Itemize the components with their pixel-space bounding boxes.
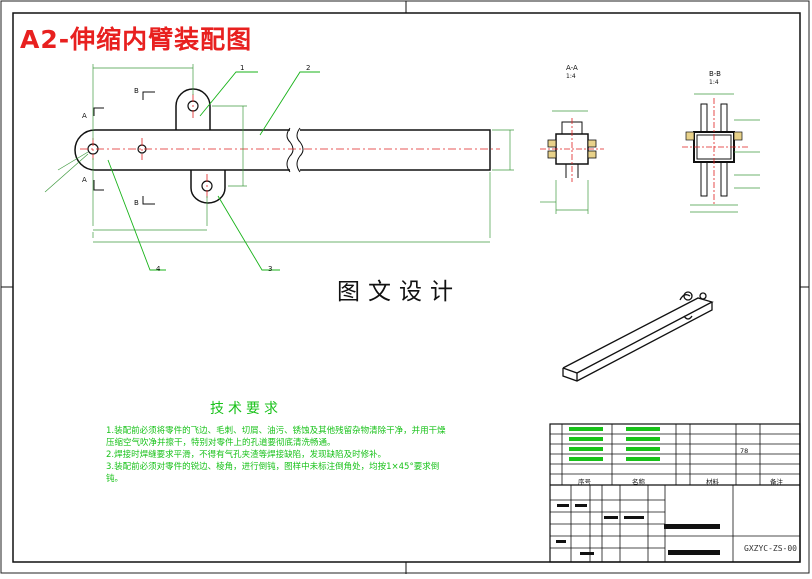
view-markers bbox=[93, 91, 155, 205]
callout-1: 1 bbox=[240, 64, 245, 72]
drawing-title: A2-伸缩内臂装配图 bbox=[20, 25, 253, 54]
section-aa-scale: 1:4 bbox=[566, 73, 576, 80]
drawing-code: GXZYC-ZS-00 bbox=[744, 544, 797, 553]
callout-3: 3 bbox=[268, 265, 273, 273]
break-line bbox=[296, 127, 304, 173]
tech-requirement-item: 3.装配前必须对零件的锐边、棱角，进行倒钝，图样中未标注倒角处，均按1×45°要… bbox=[106, 462, 440, 484]
centerlines bbox=[80, 94, 500, 198]
callout-leaders bbox=[107, 71, 320, 271]
title-block-scale: 78 bbox=[740, 447, 749, 455]
tech-requirements-list: 1.装配前必须将零件的飞边、毛刺、切屑、油污、锈蚀及其他残留杂物清除干净，并用干… bbox=[106, 425, 446, 485]
watermark-text: 图文设计 bbox=[337, 279, 461, 305]
isometric-view bbox=[562, 291, 714, 382]
title-block-header-name: 名称 bbox=[632, 478, 645, 486]
section-aa-label: A-A bbox=[566, 64, 578, 72]
view-marker-b-top: B bbox=[134, 87, 139, 95]
tech-requirements-heading: 技术要求 bbox=[210, 401, 282, 417]
view-marker-b-bottom: B bbox=[134, 199, 139, 207]
main-view bbox=[44, 64, 514, 271]
tech-requirement-item: 1.装配前必须将零件的飞边、毛刺、切屑、油污、锈蚀及其他残留杂物清除干净，并用干… bbox=[106, 426, 446, 448]
section-bb-label: B-B bbox=[709, 70, 721, 78]
section-bb-scale: 1:4 bbox=[709, 79, 719, 86]
title-block-header-number: 序号 bbox=[578, 478, 591, 486]
title-block-text-bars bbox=[556, 504, 720, 555]
title-block-header-remarks: 备注 bbox=[770, 478, 783, 486]
break-line bbox=[286, 127, 294, 173]
view-marker-a-bottom: A bbox=[82, 176, 87, 184]
tech-requirement-item: 2.焊接时焊缝要求平滑，不得有气孔夹渣等焊接缺陷，发现缺陷及时修补。 bbox=[106, 450, 387, 460]
title-block bbox=[549, 423, 801, 563]
view-marker-a-top: A bbox=[82, 112, 87, 120]
callout-4: 4 bbox=[156, 265, 161, 273]
section-aa bbox=[540, 110, 604, 214]
callout-2: 2 bbox=[306, 64, 311, 72]
section-bb bbox=[682, 93, 760, 213]
bottom-lug bbox=[190, 170, 226, 204]
title-block-header-material: 材料 bbox=[706, 478, 719, 486]
arm-body bbox=[74, 129, 491, 171]
title-block-fills bbox=[569, 427, 660, 461]
dimension-lines bbox=[44, 64, 514, 243]
